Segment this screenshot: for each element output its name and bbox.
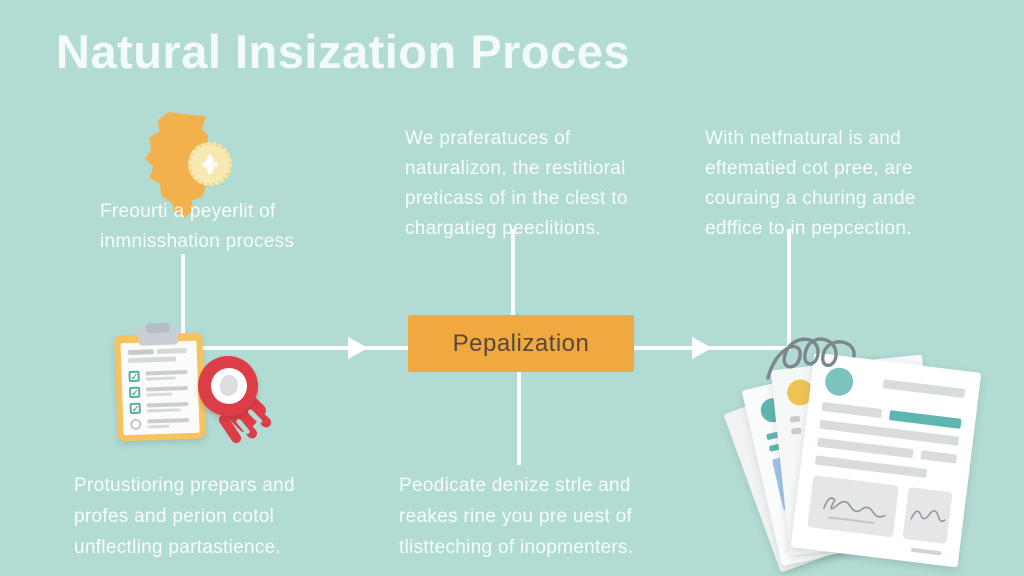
- connector-line-right-horizontal: [633, 346, 791, 350]
- document-text-bar: [814, 455, 928, 479]
- process-step-label: Pepalization: [452, 329, 590, 357]
- badge-emblem: [217, 372, 241, 399]
- document-text-bar: [790, 427, 802, 435]
- checklist-line: [146, 408, 181, 413]
- clipboard-paper: ✓ ✓ ✓: [120, 340, 200, 436]
- caption-bottom-middle: Peodicate denize strle and reakes rine y…: [399, 470, 633, 563]
- connector-line-middle-bottom: [517, 372, 521, 465]
- checklist-line: [146, 386, 189, 392]
- checklist-line: [145, 376, 176, 381]
- signature-scribble: [822, 497, 886, 525]
- page-title: Natural Insization Proces: [56, 25, 631, 78]
- connector-line-right-vertical: [787, 229, 791, 350]
- ribbon-badge-icon: [196, 354, 276, 452]
- clipboard-icon: ✓ ✓ ✓: [114, 322, 206, 442]
- checkbox-checked-icon: ✓: [128, 370, 140, 383]
- caption-top-right: With netfnatural is and eftematied cot p…: [705, 124, 916, 244]
- checklist-line: [146, 392, 173, 397]
- caption-line: eftematied cot pree, are: [705, 158, 913, 179]
- checkbox-checked-icon: ✓: [128, 386, 141, 399]
- signature-scribble: [910, 509, 946, 523]
- caption-line: tlistteching of inopmenters.: [399, 537, 634, 558]
- seal-bird-glyph: [202, 154, 218, 174]
- badge-inner-circle: [211, 368, 247, 404]
- caption-line: Peodicate denize strle and: [399, 475, 631, 496]
- connector-line-left-horizontal: [181, 346, 408, 350]
- caption-line: preticass of in the clest to: [405, 188, 628, 209]
- clipboard-clip-top: [145, 322, 171, 334]
- state-shape: [144, 112, 217, 218]
- document-front: [790, 352, 982, 568]
- caption-top-middle: We praferatuces of naturalizon, the rest…: [405, 124, 628, 244]
- state-map-icon: [126, 110, 242, 222]
- badge-circle: [198, 356, 258, 416]
- caption-line: edffice to in pepcection.: [705, 218, 912, 239]
- signature-box: [807, 475, 899, 538]
- clipboard-header-bar: [127, 356, 177, 364]
- checkbox-checked-icon: ✓: [129, 402, 141, 415]
- seal-icon: [188, 142, 232, 186]
- caption-line: chargatieg peeclitions.: [405, 218, 601, 239]
- clipboard-header-bar: [127, 349, 154, 356]
- signature-box: [902, 486, 953, 544]
- document-text-bar: [789, 415, 801, 423]
- document-highlight-bar: [888, 410, 962, 429]
- caption-line: unflectling partastience.: [74, 537, 282, 558]
- document-text-bar: [920, 450, 958, 464]
- scribble-loops-icon: [766, 337, 856, 380]
- caption-bottom-left: Protustioring prepars and profes and per…: [74, 470, 295, 563]
- caption-line: Freourti a peyerlit of: [100, 201, 276, 222]
- caption-line: naturalizon, the restitioral: [405, 158, 626, 179]
- caption-line: inmnisshation process: [100, 231, 295, 252]
- caption-line: reakes rine you pre uest of: [399, 506, 633, 527]
- clipboard-header-bar: [156, 348, 187, 355]
- arrow-right-icon: [692, 337, 712, 359]
- caption-line: couraing a churing ande: [705, 188, 916, 209]
- document-text-bar: [882, 379, 966, 399]
- checklist-line: [145, 370, 188, 376]
- checklist-line: [146, 402, 189, 408]
- caption-line: With netfnatural is and: [705, 128, 901, 149]
- caption-line: profes and perion cotol: [74, 506, 275, 527]
- checklist-line: [147, 418, 190, 424]
- connector-line-middle-top: [511, 229, 515, 315]
- caption-line: Protustioring prepars and: [74, 475, 295, 496]
- arrow-right-icon: [348, 337, 368, 359]
- connector-line-left-vertical: [181, 254, 185, 350]
- caption-state: Freourti a peyerlit of inmnisshation pro…: [100, 197, 294, 257]
- clock-icon: [130, 418, 142, 431]
- document-text-bar: [821, 401, 883, 419]
- process-step-box: Pepalization: [408, 315, 634, 372]
- checklist-line: [147, 424, 170, 429]
- document-footnote-bar: [911, 547, 942, 556]
- caption-line: We praferatuces of: [405, 128, 571, 149]
- document-text-bar: [817, 437, 914, 459]
